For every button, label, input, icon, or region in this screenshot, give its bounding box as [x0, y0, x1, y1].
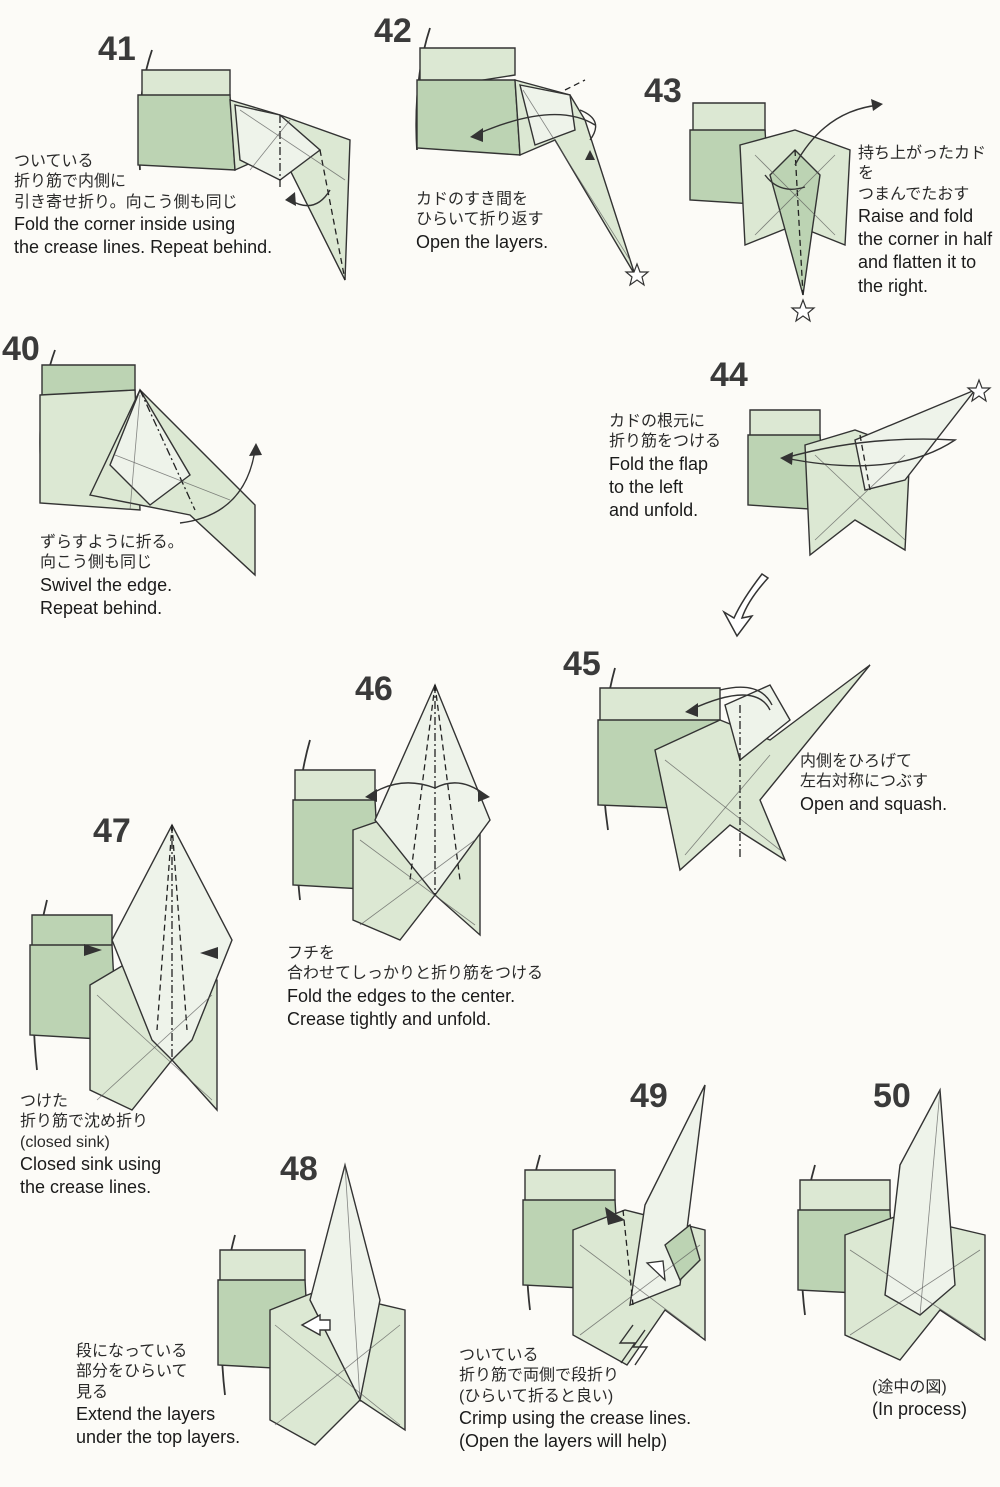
step-48-caption: 段になっている 部分をひらいて 見る Extend the layers und… [76, 1342, 240, 1449]
step-44-en-2: to the left [609, 476, 721, 499]
step-49-jp-2: 折り筋で両側で段折り [459, 1366, 691, 1386]
step-49-en-1: Crimp using the crease lines. [459, 1407, 691, 1430]
star-icon [626, 264, 648, 285]
step-41-en-2: the crease lines. Repeat behind. [14, 236, 272, 259]
step-48-jp-3: 見る [76, 1383, 240, 1403]
step-43-en-3: and flatten it to [858, 251, 1000, 274]
step-44-caption: カドの根元に 折り筋をつける Fold the flap to the left… [609, 412, 721, 522]
step-42-jp-1: カドのすき間を [416, 190, 548, 210]
step-49-jp-1: ついている [459, 1346, 691, 1366]
step-50-caption: (途中の図) (In process) [872, 1378, 967, 1422]
step-40-en-2: Repeat behind. [40, 597, 184, 620]
step-43-caption: 持ち上がったカドを つまんでたおす Raise and fold the cor… [858, 144, 1000, 298]
step-44-diagram [745, 380, 995, 570]
step-41-caption: ついている 折り筋で内側に 引き寄せ折り。向こう側も同じ Fold the co… [14, 152, 272, 259]
flow-arrow-icon [712, 570, 772, 640]
step-48-jp-1: 段になっている [76, 1342, 240, 1362]
step-47-jp-3: (closed sink) [20, 1133, 161, 1153]
step-50-en-1: (In process) [872, 1398, 967, 1421]
step-43-en-4: the right. [858, 275, 1000, 298]
step-46-caption: フチを 合わせてしっかりと折り筋をつける Fold the edges to t… [287, 944, 543, 1031]
step-46-jp-2: 合わせてしっかりと折り筋をつける [287, 964, 543, 984]
step-46-jp-1: フチを [287, 944, 543, 964]
step-44-jp-1: カドの根元に [609, 412, 721, 432]
star-icon [792, 300, 814, 321]
step-42-en-1: Open the layers. [416, 231, 548, 254]
step-50-diagram [790, 1085, 995, 1375]
step-48-jp-2: 部分をひらいて [76, 1362, 240, 1382]
step-45-jp-1: 内側をひろげて [800, 752, 947, 772]
step-44-number: 44 [710, 356, 748, 395]
step-45-jp-2: 左右対称につぶす [800, 772, 947, 792]
step-45-en-1: Open and squash. [800, 793, 947, 816]
step-45-caption: 内側をひろげて 左右対称につぶす Open and squash. [800, 752, 947, 816]
step-40-jp-1: ずらすように折る。 [40, 533, 184, 553]
step-40-jp-2: 向こう側も同じ [40, 553, 184, 573]
star-icon [968, 380, 990, 401]
step-46-diagram [285, 680, 495, 950]
step-44-en-1: Fold the flap [609, 453, 721, 476]
step-42-jp-2: ひらいて折り返す [416, 210, 548, 230]
step-48-en-1: Extend the layers [76, 1403, 240, 1426]
step-43-jp-1: 持ち上がったカドを [858, 144, 1000, 185]
step-46-en-1: Fold the edges to the center. [287, 985, 543, 1008]
step-50-jp-1: (途中の図) [872, 1378, 967, 1398]
step-41-jp-3: 引き寄せ折り。向こう側も同じ [14, 193, 272, 213]
step-42-caption: カドのすき間を ひらいて折り返す Open the layers. [416, 190, 548, 254]
step-48-en-2: under the top layers. [76, 1426, 240, 1449]
step-44-en-3: and unfold. [609, 499, 721, 522]
step-47-en-1: Closed sink using [20, 1153, 161, 1176]
step-43-en-2: the corner in half [858, 228, 1000, 251]
step-41-jp-1: ついている [14, 152, 272, 172]
step-48-diagram [210, 1160, 420, 1450]
step-47-diagram [22, 820, 232, 1120]
step-44-jp-2: 折り筋をつける [609, 432, 721, 452]
step-40-caption: ずらすように折る。 向こう側も同じ Swivel the edge. Repea… [40, 533, 184, 620]
step-49-jp-3: (ひらいて折ると良い) [459, 1387, 691, 1407]
step-46-en-2: Crease tightly and unfold. [287, 1008, 543, 1031]
step-43-number: 43 [644, 72, 682, 111]
step-49-caption: ついている 折り筋で両側で段折り (ひらいて折ると良い) Crimp using… [459, 1346, 691, 1453]
step-41-en-1: Fold the corner inside using [14, 213, 272, 236]
step-43-diagram [685, 95, 885, 325]
step-40-en-1: Swivel the edge. [40, 574, 184, 597]
step-47-en-2: the crease lines. [20, 1176, 161, 1199]
step-47-caption: つけた 折り筋で沈め折り (closed sink) Closed sink u… [20, 1092, 161, 1199]
step-43-en-1: Raise and fold [858, 205, 1000, 228]
step-41-jp-2: 折り筋で内側に [14, 172, 272, 192]
step-47-jp-1: つけた [20, 1092, 161, 1112]
step-49-en-2: (Open the layers will help) [459, 1430, 691, 1453]
step-49-diagram [515, 1085, 715, 1375]
step-43-jp-2: つまんでたおす [858, 185, 1000, 205]
step-47-jp-2: 折り筋で沈め折り [20, 1112, 161, 1132]
